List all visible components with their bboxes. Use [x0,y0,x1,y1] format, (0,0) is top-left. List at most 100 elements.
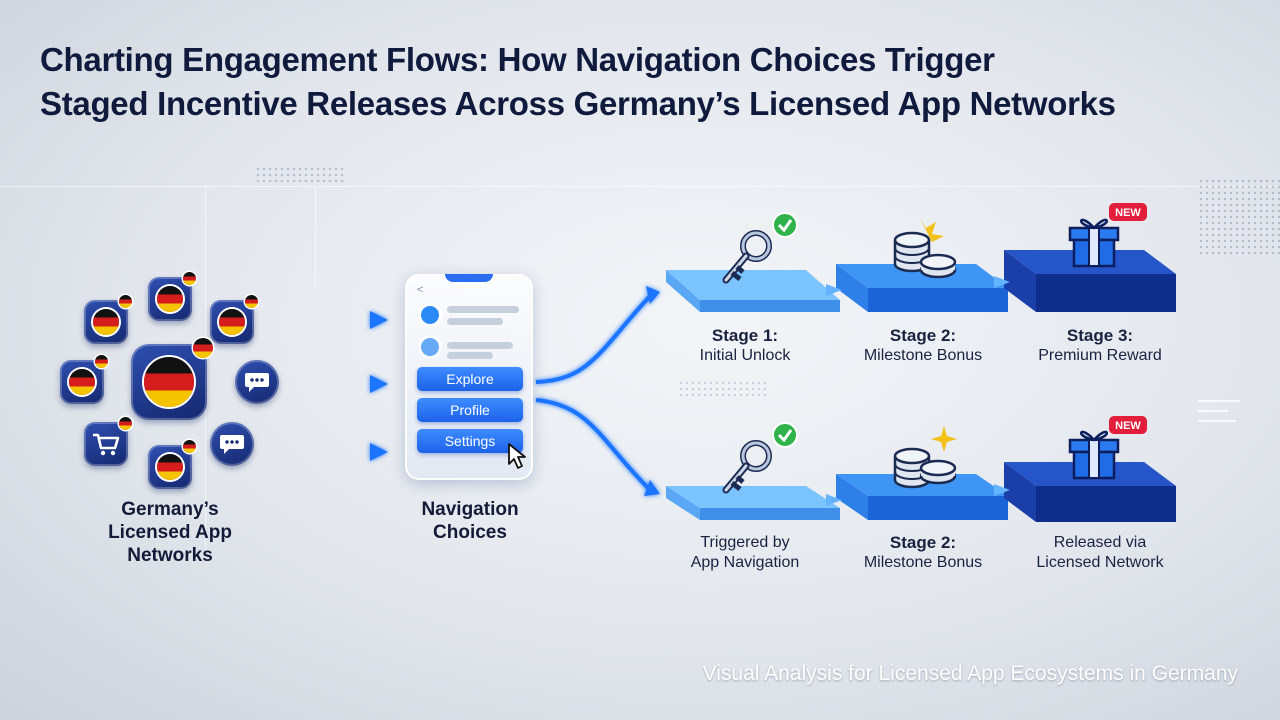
connector-arrow [994,484,1010,496]
profile-dot-icon [421,338,439,356]
placeholder-line [447,318,503,325]
connector-arrow [994,276,1010,288]
platform-side [836,474,868,520]
bottom-stage2-label: Stage 2: Milestone Bonus [838,533,1008,573]
stage-subtitle: Milestone Bonus [863,554,983,571]
app-icon[interactable] [60,355,108,404]
app-icon[interactable] [84,417,132,466]
page-title: Charting Engagement Flows: How Navigatio… [40,38,1240,126]
germany-flag-icon [157,286,183,312]
germany-flag-badge-icon [119,417,132,430]
germany-flag-badge-icon [119,295,132,308]
navigation-label-line: Navigation [421,499,519,520]
grid-line [1198,410,1228,412]
platform-side [700,300,840,312]
explore-button[interactable]: Explore [417,367,523,391]
stage-title: Stage 2: [889,533,957,552]
connector-arrow [826,494,842,506]
gift-icon [1068,430,1120,480]
germany-flag-icon [157,454,183,480]
platform-top [666,270,840,300]
platform-side [1036,274,1176,312]
network-label-line: Licensed App [108,522,232,543]
key-icon [722,230,772,284]
coins-icon [893,426,957,489]
shopping-cart-icon [93,433,120,456]
app-icon[interactable] [210,295,258,344]
grid-line [0,186,1280,187]
title-line-1: Charting Engagement Flows: How Navigatio… [40,41,995,78]
germany-flag-badge-icon [193,338,213,358]
new-badge: NEW NEW [1109,203,1147,434]
stage-title: Stage 2: [889,326,957,345]
placeholder-line [447,352,493,359]
top-stage1-label: Stage 1: Initial Unlock [660,326,830,366]
app-icon[interactable] [210,422,254,466]
platform-top [836,264,1008,288]
stage-title: Stage 1: [711,326,779,345]
app-icon[interactable] [148,440,196,489]
arrow-head [644,480,660,496]
key-icon [722,440,772,494]
dot-pattern [255,166,345,186]
phone-mockup: < Explore Profile Settings [405,274,533,480]
check-icon [772,422,798,448]
grid-line [1198,400,1240,402]
app-icon[interactable] [84,295,132,344]
stage-title: Stage 3: [1066,326,1134,345]
bottom-stage1-label: Triggered by App Navigation [660,533,830,573]
settings-button[interactable]: Settings [417,429,523,453]
network-label-line: Networks [127,545,213,566]
platform-side [868,288,1008,312]
profile-dot-icon [421,306,439,324]
app-icon[interactable] [235,360,279,404]
top-stage2-label: Stage 2: Milestone Bonus [838,326,1008,366]
placeholder-line [447,342,513,349]
platform-side [836,264,868,312]
new-badge-text: NEW [1115,420,1141,432]
platform-side [1036,486,1176,522]
top-stage3-label: Stage 3: Premium Reward [1015,326,1185,366]
network-label-line: Germany’s [121,499,219,520]
stage-subtitle: App Navigation [690,554,800,571]
platform-side [666,270,700,312]
dot-pattern [1198,178,1280,258]
stage-subtitle: Licensed Network [1036,554,1164,571]
stage-subtitle: Milestone Bonus [863,347,983,364]
main-app-icon[interactable] [131,338,213,420]
germany-flag-badge-icon [95,355,108,368]
stage-subtitle: Triggered by [700,534,790,551]
platform-side [666,486,700,520]
network-to-nav-arrows [280,311,388,461]
stage-subtitle: Released via [1053,534,1147,551]
check-icon [772,212,798,238]
stage-subtitle: Premium Reward [1038,347,1162,364]
dot-pattern [678,380,768,400]
germany-flag-icon [93,309,119,335]
back-icon[interactable]: < [417,284,424,296]
germany-flag-icon [69,369,95,395]
connector-arrow [826,284,842,296]
network-label: Germany’s Licensed App Networks [90,498,250,567]
chat-bubble-icon [245,373,269,392]
new-badge-text: NEW [1115,207,1141,219]
navigation-label-line: Choices [433,522,507,543]
profile-button[interactable]: Profile [417,398,523,422]
gift-icon [1068,218,1120,268]
title-line-2: Staged Incentive Releases Across Germany… [40,85,1116,122]
germany-flag-badge-icon [183,440,196,453]
coins-icon [893,218,957,279]
arrow-head [646,286,660,304]
arrow-head [370,311,388,329]
footer-caption: Visual Analysis for Licensed App Ecosyst… [702,662,1238,685]
nav-to-flow-curves [535,286,660,496]
bottom-stage3-label: Released via Licensed Network [1015,533,1185,573]
platform-side [868,496,1008,520]
platform-top [666,486,840,508]
platform-side [1004,250,1036,312]
platform-side [1004,462,1036,522]
app-icon[interactable] [148,272,196,321]
germany-flag-badge-icon [183,272,196,285]
stage-subtitle: Initial Unlock [699,347,791,364]
